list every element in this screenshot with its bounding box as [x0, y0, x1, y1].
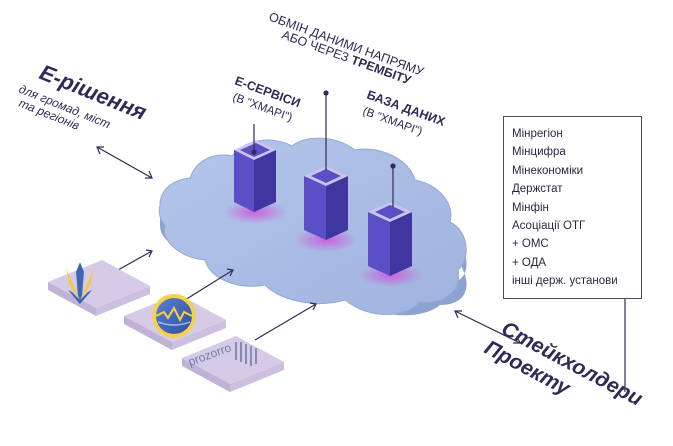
stakeholders-list: Мінрегіон Мінцифра Мінекономіки Держстат…	[512, 125, 641, 291]
pointer-dot-2	[323, 90, 329, 96]
stakeholder-item: Мінрегіон	[512, 128, 563, 140]
tile-prozorro: prozorro	[182, 336, 284, 392]
tower-e-services	[234, 140, 276, 212]
stakeholders-box: Мінрегіон Мінцифра Мінекономіки Держстат…	[503, 116, 642, 299]
stakeholder-item: Мінфін	[512, 201, 549, 214]
pointer-lines	[253, 93, 394, 207]
arrow-e-solutions	[96, 146, 153, 179]
stakeholder-item: + ОМС	[512, 238, 549, 251]
tower-glow-1	[223, 200, 287, 224]
tower-database	[368, 202, 412, 276]
stakeholder-item: Мінцифра	[512, 146, 566, 159]
trident-icon	[66, 262, 94, 304]
pointer-dot-1	[251, 149, 257, 155]
stakeholder-item: Мінекономіки	[512, 164, 584, 177]
stakeholder-item: Асоціації ОТГ	[512, 220, 586, 233]
arrow-stakeholders	[454, 310, 521, 344]
pointer-dot-3	[390, 163, 396, 169]
tile-trident	[48, 260, 150, 316]
tile-arrows	[117, 249, 317, 341]
prozorro-mark-icon	[235, 342, 257, 366]
stakeholder-item: інші держ. установи	[512, 275, 618, 288]
stakeholder-item: Держстат	[512, 183, 563, 196]
tile-seal	[124, 294, 226, 350]
stakeholder-item: + ОДА	[512, 256, 547, 269]
tower-trembita	[304, 166, 348, 240]
